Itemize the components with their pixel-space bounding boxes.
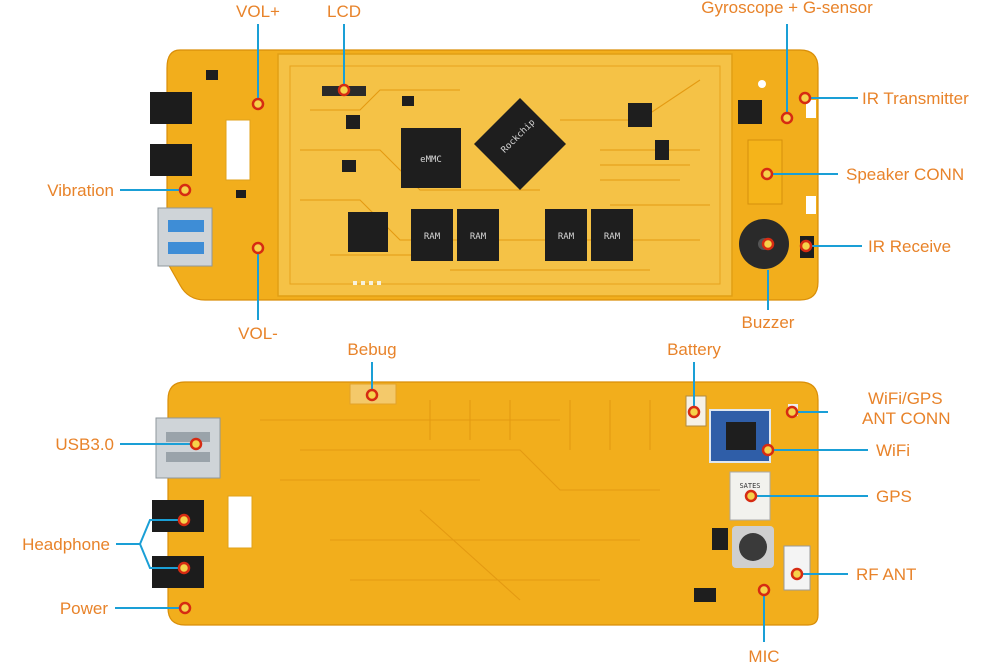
leader-lines — [115, 24, 868, 642]
soc-chip: Rockchip — [474, 98, 566, 190]
label-gps: GPS — [876, 487, 912, 506]
usb-port — [155, 417, 221, 479]
emmc-text: eMMC — [420, 155, 442, 165]
label-headphone: Headphone — [22, 535, 110, 554]
svg-text:RAM: RAM — [470, 232, 487, 242]
label-lcd: LCD — [327, 2, 361, 21]
label-battery: Battery — [667, 340, 721, 359]
usb-port-top — [157, 207, 213, 267]
wifi-module — [709, 409, 771, 463]
emmc-chip — [401, 128, 461, 188]
label-vibration: Vibration — [47, 181, 114, 200]
headphone-jack-bottom — [152, 556, 204, 588]
headphone-jack-top — [152, 500, 204, 532]
ram-chips: RAM RAM RAM RAM — [411, 209, 633, 261]
audio-jack-bottom — [150, 144, 192, 176]
small-chip — [628, 103, 652, 127]
pmic-chip — [348, 212, 388, 252]
svg-text:RAM: RAM — [424, 232, 441, 242]
label-usb: USB3.0 — [55, 435, 114, 454]
audio-jack-top — [150, 92, 192, 124]
label-wifi-gps-ant-line2: ANT CONN — [862, 409, 950, 428]
label-buzzer: Buzzer — [742, 313, 795, 332]
label-debug: Bebug — [347, 340, 396, 359]
label-ir-receive: IR Receive — [868, 237, 951, 256]
svg-text:SATES: SATES — [739, 482, 760, 490]
label-mic: MIC — [748, 647, 779, 666]
label-wifi-gps-ant-line1: WiFi/GPS — [868, 389, 943, 408]
label-gyroscope: Gyroscope + G-sensor — [701, 0, 873, 17]
svg-text:RAM: RAM — [558, 232, 575, 242]
label-rf-ant: RF ANT — [856, 565, 916, 584]
label-ir-transmitter: IR Transmitter — [862, 89, 969, 108]
svg-text:RAM: RAM — [604, 232, 621, 242]
bottom-board: SATES — [152, 381, 819, 626]
top-board: eMMC Rockchip RAM RAM RAM RAM — [150, 49, 819, 301]
callout-markers — [177, 83, 813, 615]
label-speaker-conn: Speaker CONN — [846, 165, 964, 184]
label-wifi: WiFi — [876, 441, 910, 460]
inductor — [739, 533, 767, 561]
label-power: Power — [60, 599, 109, 618]
label-vol-plus: VOL+ — [236, 2, 280, 21]
label-vol-minus: VOL- — [238, 324, 278, 343]
